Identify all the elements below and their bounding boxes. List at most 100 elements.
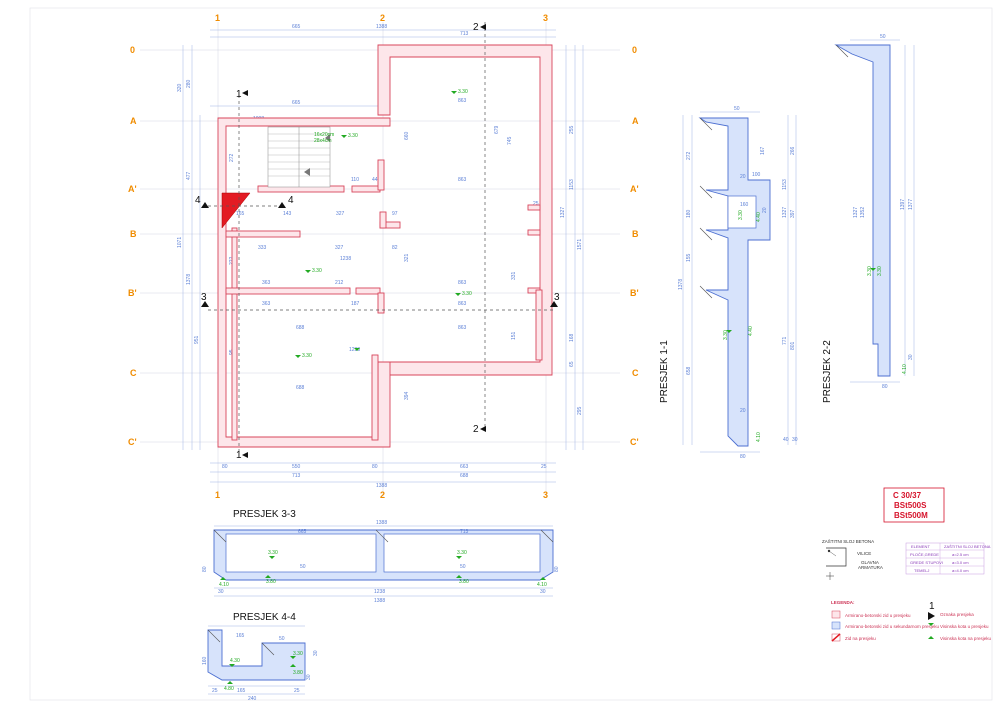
s22-dim-1397: 1397 <box>900 199 906 210</box>
dim-in-212: 212 <box>335 280 344 286</box>
s11-dim-658: 658 <box>686 366 692 375</box>
s22-level-1: 3.30 <box>867 266 873 276</box>
s22-dim-1377: 1377 <box>908 199 914 210</box>
s11-dim-180: 180 <box>686 209 692 218</box>
plan-level-5: 3.30 <box>302 353 312 359</box>
stair-text-2: 28x4cm <box>314 138 332 144</box>
s33-dim-30a: 30 <box>218 589 224 595</box>
dim-bottom-80a: 80 <box>222 464 228 470</box>
s22-dim-1352: 1352 <box>860 207 866 218</box>
s44-level-4: 4.80 <box>224 686 234 692</box>
dim-left-280: 280 <box>186 79 192 88</box>
plan-wall-stub-r1 <box>527 204 541 211</box>
grid-col-2-top: 2 <box>380 13 385 23</box>
dim-in-394: 394 <box>404 391 410 400</box>
dim-top-713: 713 <box>460 31 469 37</box>
plan-wall-upper-right <box>377 44 553 376</box>
dim-right-295: 295 <box>577 406 583 415</box>
s33-dim-1388a: 1388 <box>376 520 387 526</box>
staircase: 16x20cm 28x4cm <box>267 126 334 188</box>
cover-table-r1c2: a=2.5 cm <box>952 552 969 557</box>
s44-dim-25b: 25 <box>212 688 218 694</box>
cut-4-left-arrow <box>201 202 209 208</box>
dim-right-65: 65 <box>569 361 575 367</box>
s44-level-2: 3.30 <box>293 651 303 657</box>
legend-level-icon-1 <box>928 623 934 626</box>
cut-4-left-label: 4 <box>195 195 201 206</box>
s33-level-6: 4.10 <box>537 582 547 588</box>
s33-level-2: 3.30 <box>457 550 467 556</box>
grid-col-3-bottom: 3 <box>543 490 548 500</box>
s33-dim-80b: 80 <box>554 566 560 572</box>
legend-right-2: Visinska kota u presjeku <box>940 624 989 629</box>
s22-dim-50: 50 <box>880 34 886 40</box>
grid-row-0-left: 0 <box>130 45 135 55</box>
dim-in-1238b: 1238 <box>340 256 351 262</box>
s11-dim-1327: 1327 <box>782 207 788 218</box>
cover-title: ZAŠTITNI SLOJ BETONA <box>822 538 874 544</box>
s11-dim-40: 40 <box>783 437 789 443</box>
grid-col-1-top: 1 <box>215 13 220 23</box>
s44-dim-50: 50 <box>279 636 285 642</box>
legend-right-1: Oznaka presjeka <box>940 612 974 617</box>
cut-2-bottom-label: 2 <box>473 424 479 435</box>
s33-level-5: 4.10 <box>219 582 229 588</box>
s11-level-5: 4.40 <box>748 326 754 336</box>
s33-dim-80a: 80 <box>202 566 208 572</box>
dim-in-745: 745 <box>507 136 513 145</box>
grid-labels-left: 0 A A' B B' C C' <box>128 45 137 447</box>
cut-1-bottom-label: 1 <box>236 450 242 461</box>
s44-dim-240: 240 <box>248 696 257 702</box>
grid-row-a-left: A <box>130 116 137 126</box>
plan-wall-a2-b <box>351 185 381 193</box>
cut-3-right-label: 3 <box>554 292 560 303</box>
cut-markers: 1 1 2 2 3 3 4 4 <box>195 22 560 461</box>
cover-table-r3c1: TEMELJ <box>914 568 929 573</box>
dim-in-1238a: 1238 <box>349 347 360 353</box>
plan-wall-small-2 <box>379 211 387 229</box>
dim-in-25: 25 <box>533 201 539 207</box>
dim-in-97: 97 <box>392 211 398 217</box>
cover-table-head-1: ELEMENT <box>911 544 930 549</box>
plan-wall-inner-c <box>371 354 379 441</box>
s33-dim-1238: 1238 <box>374 589 385 595</box>
dim-in-151: 151 <box>511 331 517 340</box>
cut-1-top-label: 1 <box>236 89 242 100</box>
dim-in-272: 272 <box>229 153 235 162</box>
legend-cut-arrow <box>928 612 935 620</box>
dim-in-333: 333 <box>258 245 267 251</box>
cover-table-r3c2: a=4.0 cm <box>952 568 969 573</box>
section-4-4-title: PRESJEK 4-4 <box>233 612 296 623</box>
dim-right-1571: 1571 <box>577 239 583 250</box>
s22-dim-80: 80 <box>882 384 888 390</box>
s11-level-4: 4.40 <box>756 212 762 222</box>
dim-right-255: 255 <box>569 125 575 134</box>
s11-level-1: 3.30 <box>723 330 729 340</box>
s11-dim-50: 50 <box>734 106 740 112</box>
cover-table-head-2: ZAŠTITNI SLOJ BETONA <box>944 544 991 549</box>
dim-in-863a: 863 <box>458 98 467 104</box>
dim-in-863b: 863 <box>458 177 467 183</box>
grid-row-a-right: A <box>632 116 639 126</box>
cover-label-top: VILICE <box>857 551 871 556</box>
section-2-2: 50 1327 1352 1397 1377 80 30 3.30 3.30 4… <box>822 34 915 403</box>
cut-2-top-arrow <box>480 24 486 30</box>
s11-dim-266: 397 <box>790 209 796 218</box>
section-2-2-shape <box>834 44 891 377</box>
section-1-1: 50 272 180 155 20 100 20 160 1378 1153 7… <box>659 106 798 460</box>
grid-row-b-right: B <box>632 229 639 239</box>
plan-wall-b <box>225 230 301 238</box>
dim-bottom-688: 688 <box>460 473 469 479</box>
s11-dim-100: 100 <box>752 172 761 178</box>
plan-wall-inner-left <box>231 227 238 441</box>
s44-level-3: 3.80 <box>293 670 303 676</box>
s44-dim-165a: 165 <box>236 633 245 639</box>
dim-in-143: 143 <box>283 211 292 217</box>
s11-dim-771: 771 <box>782 336 788 345</box>
cover-label-bottom-1: GLAVNA <box>861 560 879 565</box>
cut-1-top-arrow <box>242 90 248 96</box>
dim-in-110: 110 <box>351 177 359 183</box>
dim-bottom-25: 25 <box>541 464 547 470</box>
cut-3-left-label: 3 <box>201 292 207 303</box>
